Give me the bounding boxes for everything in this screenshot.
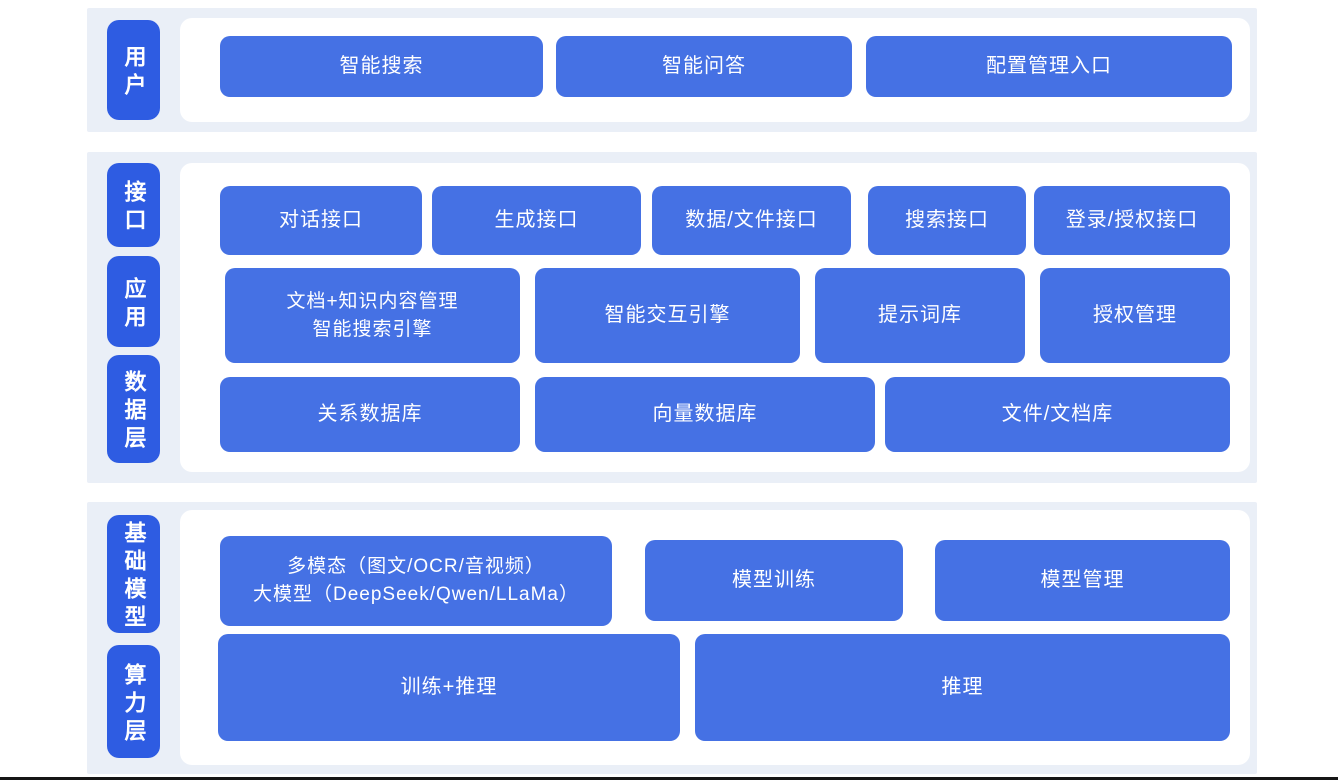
node-file-doc-store-label: 文件/文档库 xyxy=(1001,403,1114,425)
node-config-management-entry: 配置管理入口 xyxy=(866,36,1232,97)
layer-label-interface: 接口 xyxy=(107,163,160,247)
layer-label-data-layer-text: 数据层 xyxy=(121,370,147,454)
node-dialog-api-label: 对话接口 xyxy=(279,209,363,231)
node-generation-api-label: 生成接口 xyxy=(494,209,579,231)
node-smart-qa: 智能问答 xyxy=(556,36,852,97)
node-smart-qa-label: 智能问答 xyxy=(662,55,746,77)
layer-label-application: 应用 xyxy=(107,256,160,347)
layer-panel-user: 智能搜索 智能问答 配置管理入口 xyxy=(180,18,1250,122)
layer-label-data-layer: 数据层 xyxy=(107,355,160,463)
node-doc-knowledge-search-engine-label: 文档+知识内容管理 智能搜索引擎 xyxy=(286,290,459,340)
layer-section-user: 用户 智能搜索 智能问答 配置管理入口 xyxy=(87,8,1257,132)
node-generation-api: 生成接口 xyxy=(432,186,641,255)
node-data-file-api: 数据/文件接口 xyxy=(652,186,851,255)
node-data-file-api-label: 数据/文件接口 xyxy=(685,209,818,231)
node-training-inference: 训练+推理 xyxy=(218,634,680,741)
node-search-api: 搜索接口 xyxy=(868,186,1026,255)
node-search-api-label: 搜索接口 xyxy=(905,209,989,231)
node-prompt-library-label: 提示词库 xyxy=(878,304,962,326)
node-auth-management: 授权管理 xyxy=(1040,268,1230,363)
node-relational-db: 关系数据库 xyxy=(220,377,520,452)
node-vector-db-label: 向量数据库 xyxy=(652,403,758,425)
node-doc-knowledge-search-engine: 文档+知识内容管理 智能搜索引擎 xyxy=(225,268,520,363)
node-inference: 推理 xyxy=(695,634,1230,741)
layer-label-foundation-model-text: 基础模型 xyxy=(121,521,147,633)
layer-label-user: 用户 xyxy=(107,20,160,120)
layer-panel-interface-app-data: 对话接口 生成接口 数据/文件接口 搜索接口 登录/授权接口 文档+知识内容管理… xyxy=(180,163,1250,472)
node-smart-interaction-engine-label: 智能交互引擎 xyxy=(604,304,731,326)
node-relational-db-label: 关系数据库 xyxy=(317,403,423,425)
node-model-training-label: 模型训练 xyxy=(732,569,816,591)
node-config-management-entry-label: 配置管理入口 xyxy=(986,55,1112,77)
node-login-auth-api-label: 登录/授权接口 xyxy=(1065,209,1199,231)
node-training-inference-label: 训练+推理 xyxy=(400,676,498,698)
node-model-management-label: 模型管理 xyxy=(1040,569,1125,591)
node-multimodal-llm-label: 多模态（图文/OCR/音视频） 大模型（DeepSeek/Qwen/LLaMa） xyxy=(252,556,579,605)
node-dialog-api: 对话接口 xyxy=(220,186,422,255)
node-vector-db: 向量数据库 xyxy=(535,377,875,452)
bottom-border-line xyxy=(0,777,1338,780)
layer-label-foundation-model: 基础模型 xyxy=(107,515,160,633)
node-smart-interaction-engine: 智能交互引擎 xyxy=(535,268,800,363)
node-model-training: 模型训练 xyxy=(645,540,903,621)
layer-section-interface-app-data: 接口 应用 数据层 对话接口 生成接口 数据/文件接口 搜索接口 登录/授权接口 xyxy=(87,152,1257,483)
node-file-doc-store: 文件/文档库 xyxy=(885,377,1230,452)
node-smart-search-label: 智能搜索 xyxy=(339,55,424,77)
layer-label-application-text: 应用 xyxy=(121,276,147,333)
layer-label-user-text: 用户 xyxy=(121,45,147,101)
layer-label-compute-layer-text: 算力层 xyxy=(121,662,147,747)
node-inference-label: 推理 xyxy=(941,676,984,698)
node-auth-management-label: 授权管理 xyxy=(1093,304,1177,326)
layer-section-model-compute: 基础模型 算力层 多模态（图文/OCR/音视频） 大模型（DeepSeek/Qw… xyxy=(87,502,1257,774)
node-login-auth-api: 登录/授权接口 xyxy=(1034,186,1230,255)
node-model-management: 模型管理 xyxy=(935,540,1230,621)
node-multimodal-llm: 多模态（图文/OCR/音视频） 大模型（DeepSeek/Qwen/LLaMa） xyxy=(220,536,612,626)
layer-label-interface-text: 接口 xyxy=(121,180,147,236)
layer-label-compute-layer: 算力层 xyxy=(107,645,160,758)
layer-panel-model-compute: 多模态（图文/OCR/音视频） 大模型（DeepSeek/Qwen/LLaMa）… xyxy=(180,510,1250,765)
node-smart-search: 智能搜索 xyxy=(220,36,543,97)
node-prompt-library: 提示词库 xyxy=(815,268,1025,363)
